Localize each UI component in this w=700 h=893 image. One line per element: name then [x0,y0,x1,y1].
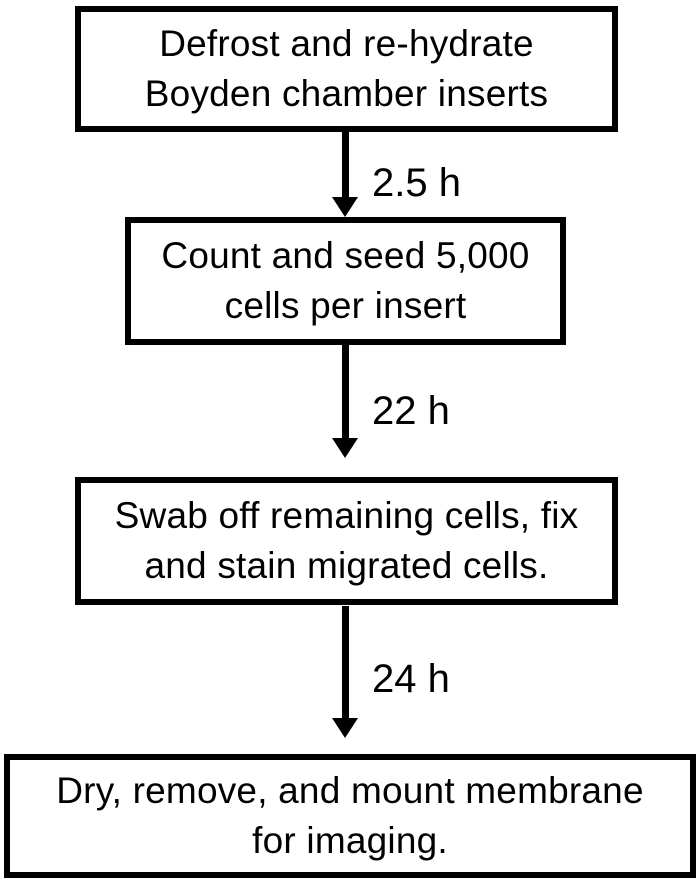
duration-label-1: 2.5 h [372,161,461,205]
flow-step-4-label: Dry, remove, and mount membrane for imag… [56,770,644,861]
flow-arrow-2 [332,345,358,458]
arrow-shaft [341,345,349,438]
duration-label-2: 22 h [372,389,450,433]
arrow-shaft [341,132,349,197]
flow-step-4: Dry, remove, and mount membrane for imag… [4,754,696,878]
down-arrow-head-icon [332,718,358,738]
flow-step-1: Defrost and re-hydrate Boyden chamber in… [75,6,618,132]
flow-step-2: Count and seed 5,000 cells per insert [125,217,566,345]
flow-step-2-label: Count and seed 5,000 cells per insert [161,235,530,326]
duration-label-3: 24 h [372,657,450,701]
arrow-shaft [341,606,349,718]
flow-step-3: Swab off remaining cells, fix and stain … [75,477,618,605]
flow-arrow-3 [332,606,358,738]
flow-step-1-label: Defrost and re-hydrate Boyden chamber in… [144,23,549,114]
down-arrow-head-icon [332,438,358,458]
flow-step-3-label: Swab off remaining cells, fix and stain … [114,495,579,586]
down-arrow-head-icon [332,197,358,217]
flow-arrow-1 [332,132,358,217]
